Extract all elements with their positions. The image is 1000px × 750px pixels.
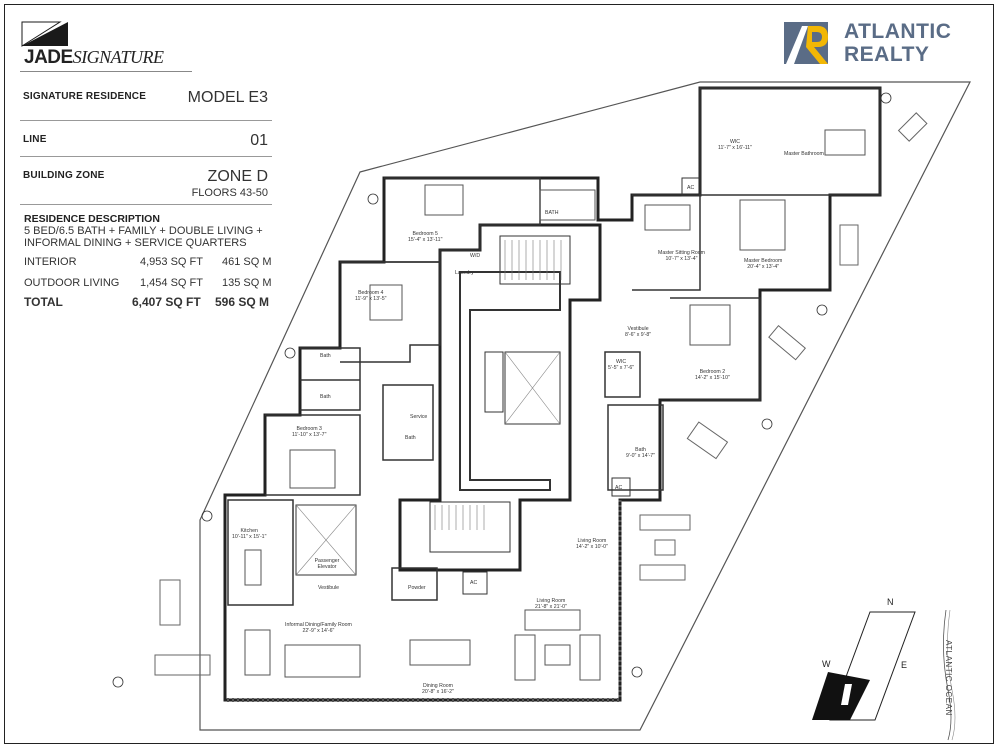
compass-west: W (822, 659, 831, 669)
room-label-master-bathroom: Master Bathroom (784, 151, 824, 157)
terrace-outline (199, 81, 971, 731)
area-label: TOTAL (24, 295, 63, 309)
ocean-label: ATLANTIC OCEAN (944, 640, 953, 716)
room-label-service: Service (410, 414, 428, 420)
shoreline (943, 609, 952, 741)
room-label-bath: BATH (545, 210, 559, 216)
room-label-ac: AC (687, 185, 695, 191)
spec-value: MODEL E3 (187, 89, 268, 106)
room-label-vestibule: Vestibule (318, 585, 340, 591)
room-label-ac: AC (615, 485, 623, 491)
spec-sub: FLOORS 43-50 (191, 187, 268, 199)
room-label-wd: W/D (470, 253, 481, 259)
spec-label: BUILDING ZONE (23, 170, 105, 181)
plants (112, 92, 892, 688)
area-sqm: 596 SQ M (215, 295, 270, 309)
jade-triangle-icon (21, 21, 68, 47)
realty-name: ATLANTIC REALTY (844, 20, 951, 66)
compass-diagram (812, 611, 916, 721)
logo-divider (20, 71, 192, 72)
room-label-laundry: Laundry (455, 270, 474, 276)
page-frame (4, 4, 994, 744)
spec-label: SIGNATURE RESIDENCE (23, 91, 147, 102)
atlantic-realty-logo: ATLANTIC REALTY (784, 20, 984, 70)
area-label: OUTDOOR LIVING (24, 277, 120, 289)
spec-row-line: LINE 01 (20, 121, 272, 157)
area-sqm: 135 SQ M (222, 277, 272, 289)
room-label-bath: Bath (405, 435, 416, 441)
realty-line1: ATLANTIC (844, 20, 952, 43)
jade-logo-text: JADESIGNATURE (24, 46, 164, 69)
area-sqft: 6,407 SQ FT (132, 295, 201, 309)
room-label-bath: Bath (320, 353, 331, 359)
jade-logo-word: JADE (24, 47, 73, 68)
room-label-powder: Powder (408, 585, 426, 591)
jade-signature-logo: JADESIGNATURE (20, 20, 195, 75)
area-sqm: 461 SQ M (222, 256, 272, 268)
area-sqft: 1,454 SQ FT (140, 277, 203, 289)
spec-value: ZONE D (207, 168, 268, 185)
area-sqft: 4,953 SQ FT (140, 256, 203, 268)
specs-table: SIGNATURE RESIDENCE MODEL E3 LINE 01 BUI… (20, 78, 272, 205)
spec-row-residence: SIGNATURE RESIDENCE MODEL E3 (20, 78, 272, 121)
compass-north: N (887, 597, 894, 607)
description-text: 5 BED/6.5 BATH + FAMILY + DOUBLE LIVING … (24, 225, 263, 249)
room-label-ac: AC (470, 580, 478, 586)
area-label: INTERIOR (24, 256, 77, 268)
spec-value: 01 (250, 132, 268, 149)
jade-logo-script: SIGNATURE (72, 47, 164, 67)
description-title: RESIDENCE DESCRIPTION (24, 213, 160, 225)
residence-description: RESIDENCE DESCRIPTION 5 BED/6.5 BATH + F… (24, 213, 274, 309)
ar-monogram-icon (784, 22, 828, 64)
spec-row-zone: BUILDING ZONE ZONE D FLOORS 43-50 (20, 157, 272, 205)
realty-line2: REALTY (844, 43, 930, 66)
room-label-elevator: Passenger Elevator (314, 558, 340, 570)
compass-east: E (901, 660, 908, 670)
spec-label: LINE (23, 134, 47, 145)
room-label-bath: Bath (320, 394, 331, 400)
